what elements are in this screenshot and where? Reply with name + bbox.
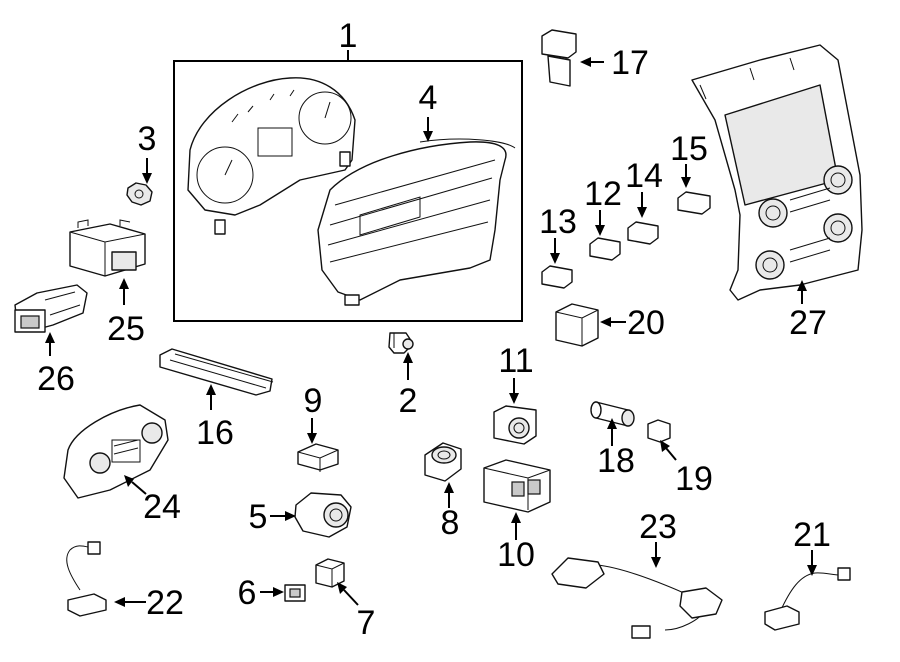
harness-21-drawing bbox=[764, 567, 851, 631]
button-12-drawing bbox=[589, 237, 621, 261]
arrowhead-18 bbox=[607, 418, 617, 429]
cylinder-18-drawing bbox=[590, 401, 635, 427]
callout-26: 26 bbox=[37, 360, 75, 398]
connector-26-drawing bbox=[14, 284, 88, 333]
arrowhead-27 bbox=[797, 280, 807, 291]
arrowhead-13 bbox=[550, 253, 560, 264]
switch-5-drawing bbox=[294, 492, 352, 538]
button-13-drawing bbox=[541, 265, 573, 289]
arrowhead-7 bbox=[337, 582, 347, 594]
callout-20: 20 bbox=[627, 304, 665, 342]
callout-22: 22 bbox=[146, 584, 184, 622]
cap-19-drawing bbox=[647, 419, 671, 443]
callout-14: 14 bbox=[625, 157, 663, 195]
arrowhead-21 bbox=[807, 565, 817, 576]
callout-9: 9 bbox=[304, 382, 323, 420]
arrowhead-26 bbox=[45, 332, 55, 343]
arrowhead-24 bbox=[124, 475, 134, 487]
callout-17: 17 bbox=[611, 44, 649, 82]
callout-12: 12 bbox=[584, 175, 622, 213]
block-7-drawing bbox=[315, 558, 345, 588]
arrowhead-14 bbox=[637, 207, 647, 218]
arrowhead-23 bbox=[651, 557, 661, 568]
callout-13: 13 bbox=[539, 203, 577, 241]
callout-6: 6 bbox=[238, 574, 257, 612]
callout-4: 4 bbox=[419, 79, 438, 117]
screw-2-drawing bbox=[388, 332, 414, 354]
arrowhead-16 bbox=[206, 384, 216, 395]
cluster-face-drawing bbox=[187, 77, 356, 235]
callout-5: 5 bbox=[249, 498, 268, 536]
nut-3-drawing bbox=[126, 182, 153, 206]
arrowhead-8 bbox=[444, 482, 454, 493]
switch-11-drawing bbox=[493, 405, 537, 445]
callout-7: 7 bbox=[357, 604, 376, 642]
callout-21: 21 bbox=[793, 516, 831, 554]
switch-25-drawing bbox=[69, 219, 146, 277]
cluster-housing-drawing bbox=[317, 138, 516, 306]
arrowhead-11 bbox=[509, 393, 519, 404]
button-14-drawing bbox=[627, 221, 659, 245]
callout-2: 2 bbox=[399, 382, 418, 420]
callout-11: 11 bbox=[498, 342, 533, 380]
callout-labels: 1 2 3 4 5 6 7 8 9 10 11 12 13 14 15 16 1… bbox=[37, 17, 831, 642]
switch-10-drawing bbox=[483, 459, 551, 513]
arrowhead-5 bbox=[285, 511, 296, 521]
trim-16-drawing bbox=[159, 348, 274, 396]
arrowhead-10 bbox=[511, 512, 521, 523]
callout-19: 19 bbox=[675, 460, 713, 498]
callout-24: 24 bbox=[143, 488, 181, 526]
switch-20-drawing bbox=[555, 303, 599, 347]
callout-3: 3 bbox=[138, 120, 157, 158]
arrowhead-9 bbox=[307, 433, 317, 444]
arrowhead-12 bbox=[595, 225, 605, 236]
button-15-drawing bbox=[677, 191, 711, 215]
arrowhead-17 bbox=[580, 57, 591, 67]
arrowhead-2 bbox=[403, 352, 413, 363]
arrowhead-4 bbox=[423, 131, 433, 142]
callout-18: 18 bbox=[597, 442, 635, 480]
callout-15: 15 bbox=[670, 130, 708, 168]
leader-19 bbox=[665, 447, 677, 461]
climate-panel-24-drawing bbox=[63, 404, 169, 499]
bezel-27-drawing bbox=[691, 44, 863, 301]
leader-24 bbox=[131, 481, 147, 495]
socket-8-drawing bbox=[424, 442, 462, 482]
arrowhead-3 bbox=[142, 173, 152, 184]
arrowhead-25 bbox=[119, 278, 129, 289]
arrowhead-6 bbox=[273, 587, 284, 597]
arrowhead-19 bbox=[660, 440, 670, 452]
button-17-drawing bbox=[541, 29, 577, 87]
callout-23: 23 bbox=[639, 508, 677, 546]
arrowhead-20 bbox=[600, 317, 611, 327]
callout-27: 27 bbox=[789, 304, 827, 342]
callout-25: 25 bbox=[107, 310, 145, 348]
harness-22-drawing bbox=[66, 541, 107, 617]
callout-8: 8 bbox=[441, 504, 460, 542]
harness-23-drawing bbox=[551, 557, 723, 639]
arrowhead-22 bbox=[114, 597, 125, 607]
arrowhead-15 bbox=[681, 177, 691, 188]
leader-7 bbox=[343, 589, 359, 606]
clip-9-drawing bbox=[297, 443, 339, 472]
clip-6-drawing bbox=[284, 584, 306, 602]
callout-1: 1 bbox=[339, 17, 358, 55]
callout-10: 10 bbox=[497, 536, 535, 574]
callout-16: 16 bbox=[196, 414, 234, 452]
